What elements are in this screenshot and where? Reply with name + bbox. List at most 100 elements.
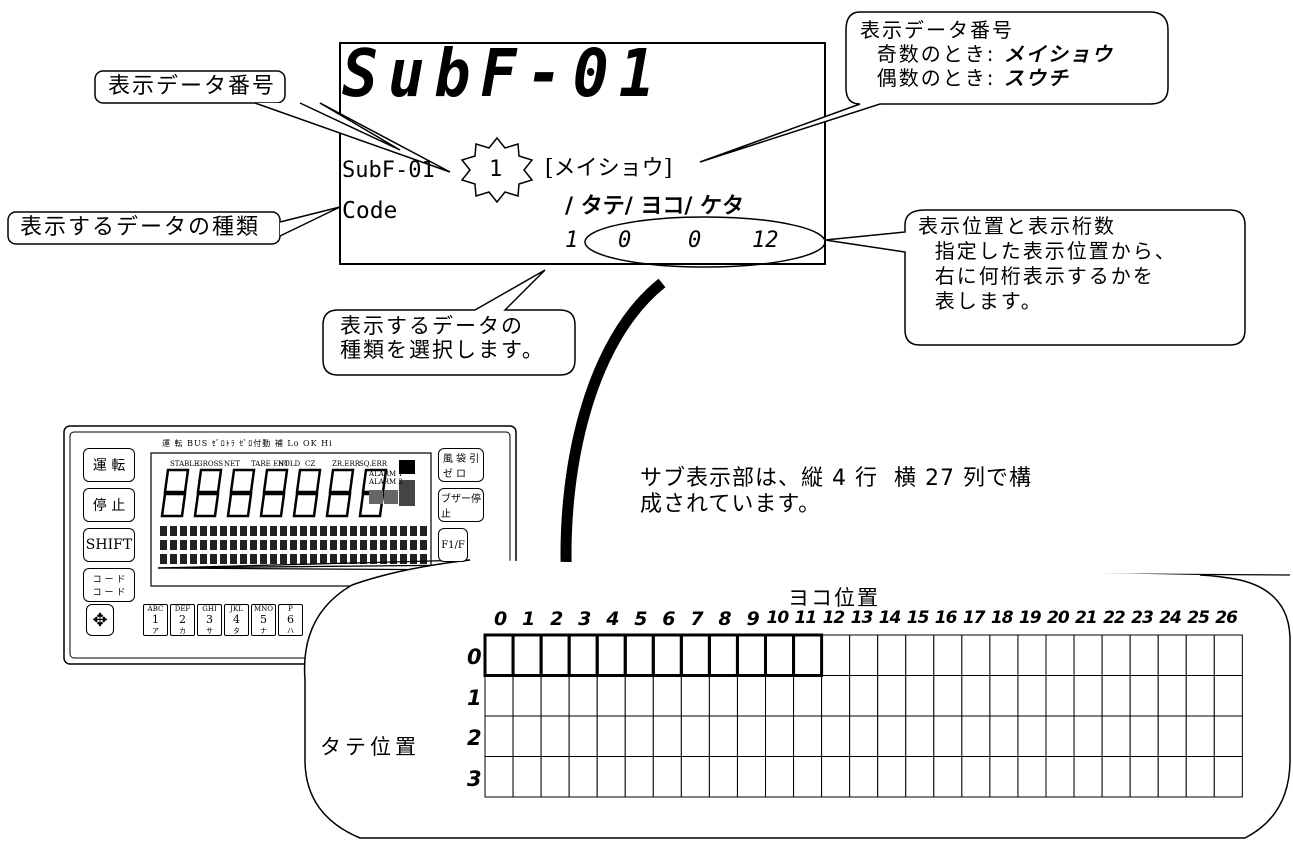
display-value-yoko: 0 xyxy=(688,228,702,253)
grid-col-label: 17 xyxy=(962,608,986,628)
sub-display-bar xyxy=(290,526,297,536)
panel-key[interactable]: ブザー停 止 xyxy=(438,488,484,522)
numeric-key-top: MNO xyxy=(253,604,274,613)
grid-cell xyxy=(1129,675,1159,717)
grid-cell xyxy=(961,756,991,798)
display-code-label: Code xyxy=(342,198,398,224)
numeric-key-bot: タ xyxy=(233,626,240,635)
grid-tate-title: タテ位置 xyxy=(320,735,420,759)
annunciator-label: SQ.ERR xyxy=(359,460,388,468)
sub-display-bar xyxy=(390,540,397,550)
display-sub-prefix: SubF-01 xyxy=(342,158,435,183)
grid-cell xyxy=(765,675,795,717)
panel-key[interactable]: SHIFT xyxy=(83,528,135,562)
numeric-key-top: GHI xyxy=(202,604,217,613)
sub-display-bar xyxy=(260,540,267,550)
grid-cell xyxy=(1213,715,1243,757)
panel-key[interactable]: 運 転 xyxy=(83,448,135,482)
grid-cell xyxy=(765,756,795,798)
sub-display-bar xyxy=(230,526,237,536)
numeric-key-mid: 3 xyxy=(206,612,213,626)
grid-cell xyxy=(736,675,767,717)
grid-col-label: 8 xyxy=(718,608,732,630)
sub-display-bar xyxy=(390,554,397,564)
annunciator-label: HOLD xyxy=(278,460,301,468)
sub-display-bar xyxy=(220,540,227,550)
cursor-arrows-icon[interactable]: ✥ xyxy=(86,604,114,636)
annunciator-label: TARE ENT xyxy=(251,460,289,468)
grid-cell xyxy=(1073,756,1103,798)
grid-cell xyxy=(1129,634,1159,676)
sub-display-bar xyxy=(330,554,337,564)
grid-col-label: 14 xyxy=(878,608,902,628)
grid-col-label: 21 xyxy=(1075,608,1098,628)
panel-key[interactable]: F1/F xyxy=(438,528,468,562)
grid-cell xyxy=(1101,675,1131,717)
sub-display-bar xyxy=(220,554,227,564)
sub-display-bar xyxy=(200,540,207,550)
grid-cell xyxy=(652,675,682,717)
panel-key[interactable]: コ ー ド コ ー ド xyxy=(83,568,135,602)
grid-cell xyxy=(877,634,907,676)
grid-cell xyxy=(596,634,626,676)
grid-cell xyxy=(624,715,654,757)
grid-col-label: 12 xyxy=(822,608,846,628)
grid-cell xyxy=(849,675,879,717)
sub-display-bar xyxy=(360,526,367,536)
grid-col-label: 24 xyxy=(1159,608,1182,628)
grid-col-label: 13 xyxy=(850,608,874,628)
grid-cell xyxy=(484,675,514,717)
annunciator-label: STABLE xyxy=(170,460,200,468)
grid-col-label: 16 xyxy=(934,608,958,628)
numeric-key-bot: サ xyxy=(206,626,213,635)
sub-display-bar xyxy=(260,526,267,536)
callout-select-kind: 表示するデータの 種類を選択します。 xyxy=(340,314,545,363)
grid-cell xyxy=(624,675,654,717)
grid-cell xyxy=(793,675,823,717)
seven-segment-digit xyxy=(160,468,190,518)
grid-cell xyxy=(1045,756,1075,798)
grid-cell xyxy=(1185,756,1215,798)
numeric-key-bot: カ xyxy=(179,626,186,635)
grid-cell xyxy=(793,634,823,676)
grid-cell xyxy=(1129,756,1159,798)
grid-cell xyxy=(821,715,851,757)
numeric-key-top: JKL xyxy=(230,604,243,613)
sub-display-bar xyxy=(360,554,367,564)
grid-row-label: 3 xyxy=(467,766,482,791)
grid-cell xyxy=(484,756,514,798)
grid-cell xyxy=(1157,715,1187,757)
panel-key[interactable]: 停 止 xyxy=(83,488,135,522)
display-box-frame xyxy=(339,42,826,265)
odd-value: メイショウ xyxy=(1003,42,1114,66)
grid-cell xyxy=(1017,756,1047,798)
callout-position: 表示位置と表示桁数 指定した表示位置から、 右に何桁表示するかを 表します。 xyxy=(918,214,1177,313)
sub-display-bar xyxy=(280,540,287,550)
numeric-key-mid: 4 xyxy=(233,612,240,626)
numeric-key-mid: 1 xyxy=(152,612,159,626)
panel-key[interactable]: 風 袋 引 ゼ ロ xyxy=(438,448,484,482)
grid-cell xyxy=(849,634,879,676)
grid-cell xyxy=(512,675,542,717)
grid-cell xyxy=(540,634,570,676)
grid-cell xyxy=(877,756,907,798)
grid-cell xyxy=(765,634,795,676)
sub-display-bar xyxy=(200,554,207,564)
callout-position-frame xyxy=(824,209,1246,346)
grid-cell xyxy=(905,634,935,676)
display-value-tate: 0 xyxy=(618,228,632,253)
sub-display-bar xyxy=(300,554,307,564)
numeric-key-mid: 5 xyxy=(260,612,267,626)
grid-col-label: 10 xyxy=(766,608,790,628)
grid-cell xyxy=(933,756,963,798)
grid-cell xyxy=(821,634,851,676)
grid-cell xyxy=(905,715,935,757)
callout-top-right-frame xyxy=(699,11,1169,163)
